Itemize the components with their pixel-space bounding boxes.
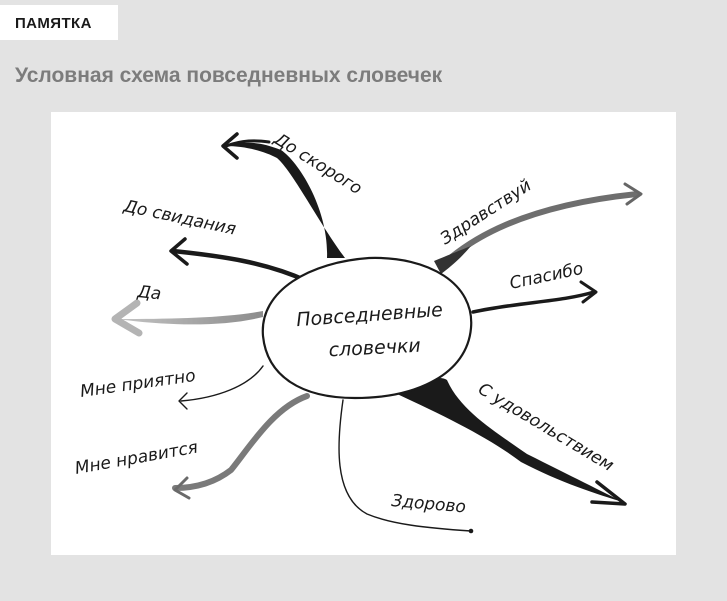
label-spasibo: Спасибо [508, 259, 585, 294]
branch-do-svidaniya [169, 237, 310, 284]
label-mne-nravitsya: Мне нравится [73, 438, 199, 479]
page-title: Условная схема повседневных словечек [15, 64, 443, 87]
branch-do-skorogo [221, 132, 345, 258]
label-da: Да [135, 282, 162, 304]
mind-map-canvas: Повседневные словечки До скорого До свид… [51, 112, 676, 555]
label-mne-priyatno: Мне приятно [79, 366, 197, 402]
central-node: Повседневные словечки [261, 256, 473, 400]
branch-mne-nravitsya [172, 393, 310, 500]
branch-zdravstvuy [434, 182, 643, 274]
branch-da [111, 299, 263, 337]
label-zdravstvuy: Здравствуй [437, 176, 535, 250]
branch-s-udovolstviem [395, 377, 627, 506]
label-do-svidaniya: До свидания [121, 196, 238, 239]
memo-tag: ПАМЯТКА [0, 5, 118, 40]
branch-zdorovo [338, 399, 474, 534]
branch-mne-priyatno [178, 365, 264, 410]
mind-map-diagram: Повседневные словечки До скорого До свид… [73, 129, 643, 534]
label-zdorovo: Здорово [391, 491, 467, 517]
label-s-udovolstviem: С удовольствием [474, 379, 617, 476]
branch-spasibo [471, 280, 598, 314]
central-label-line2: словечки [328, 335, 421, 362]
